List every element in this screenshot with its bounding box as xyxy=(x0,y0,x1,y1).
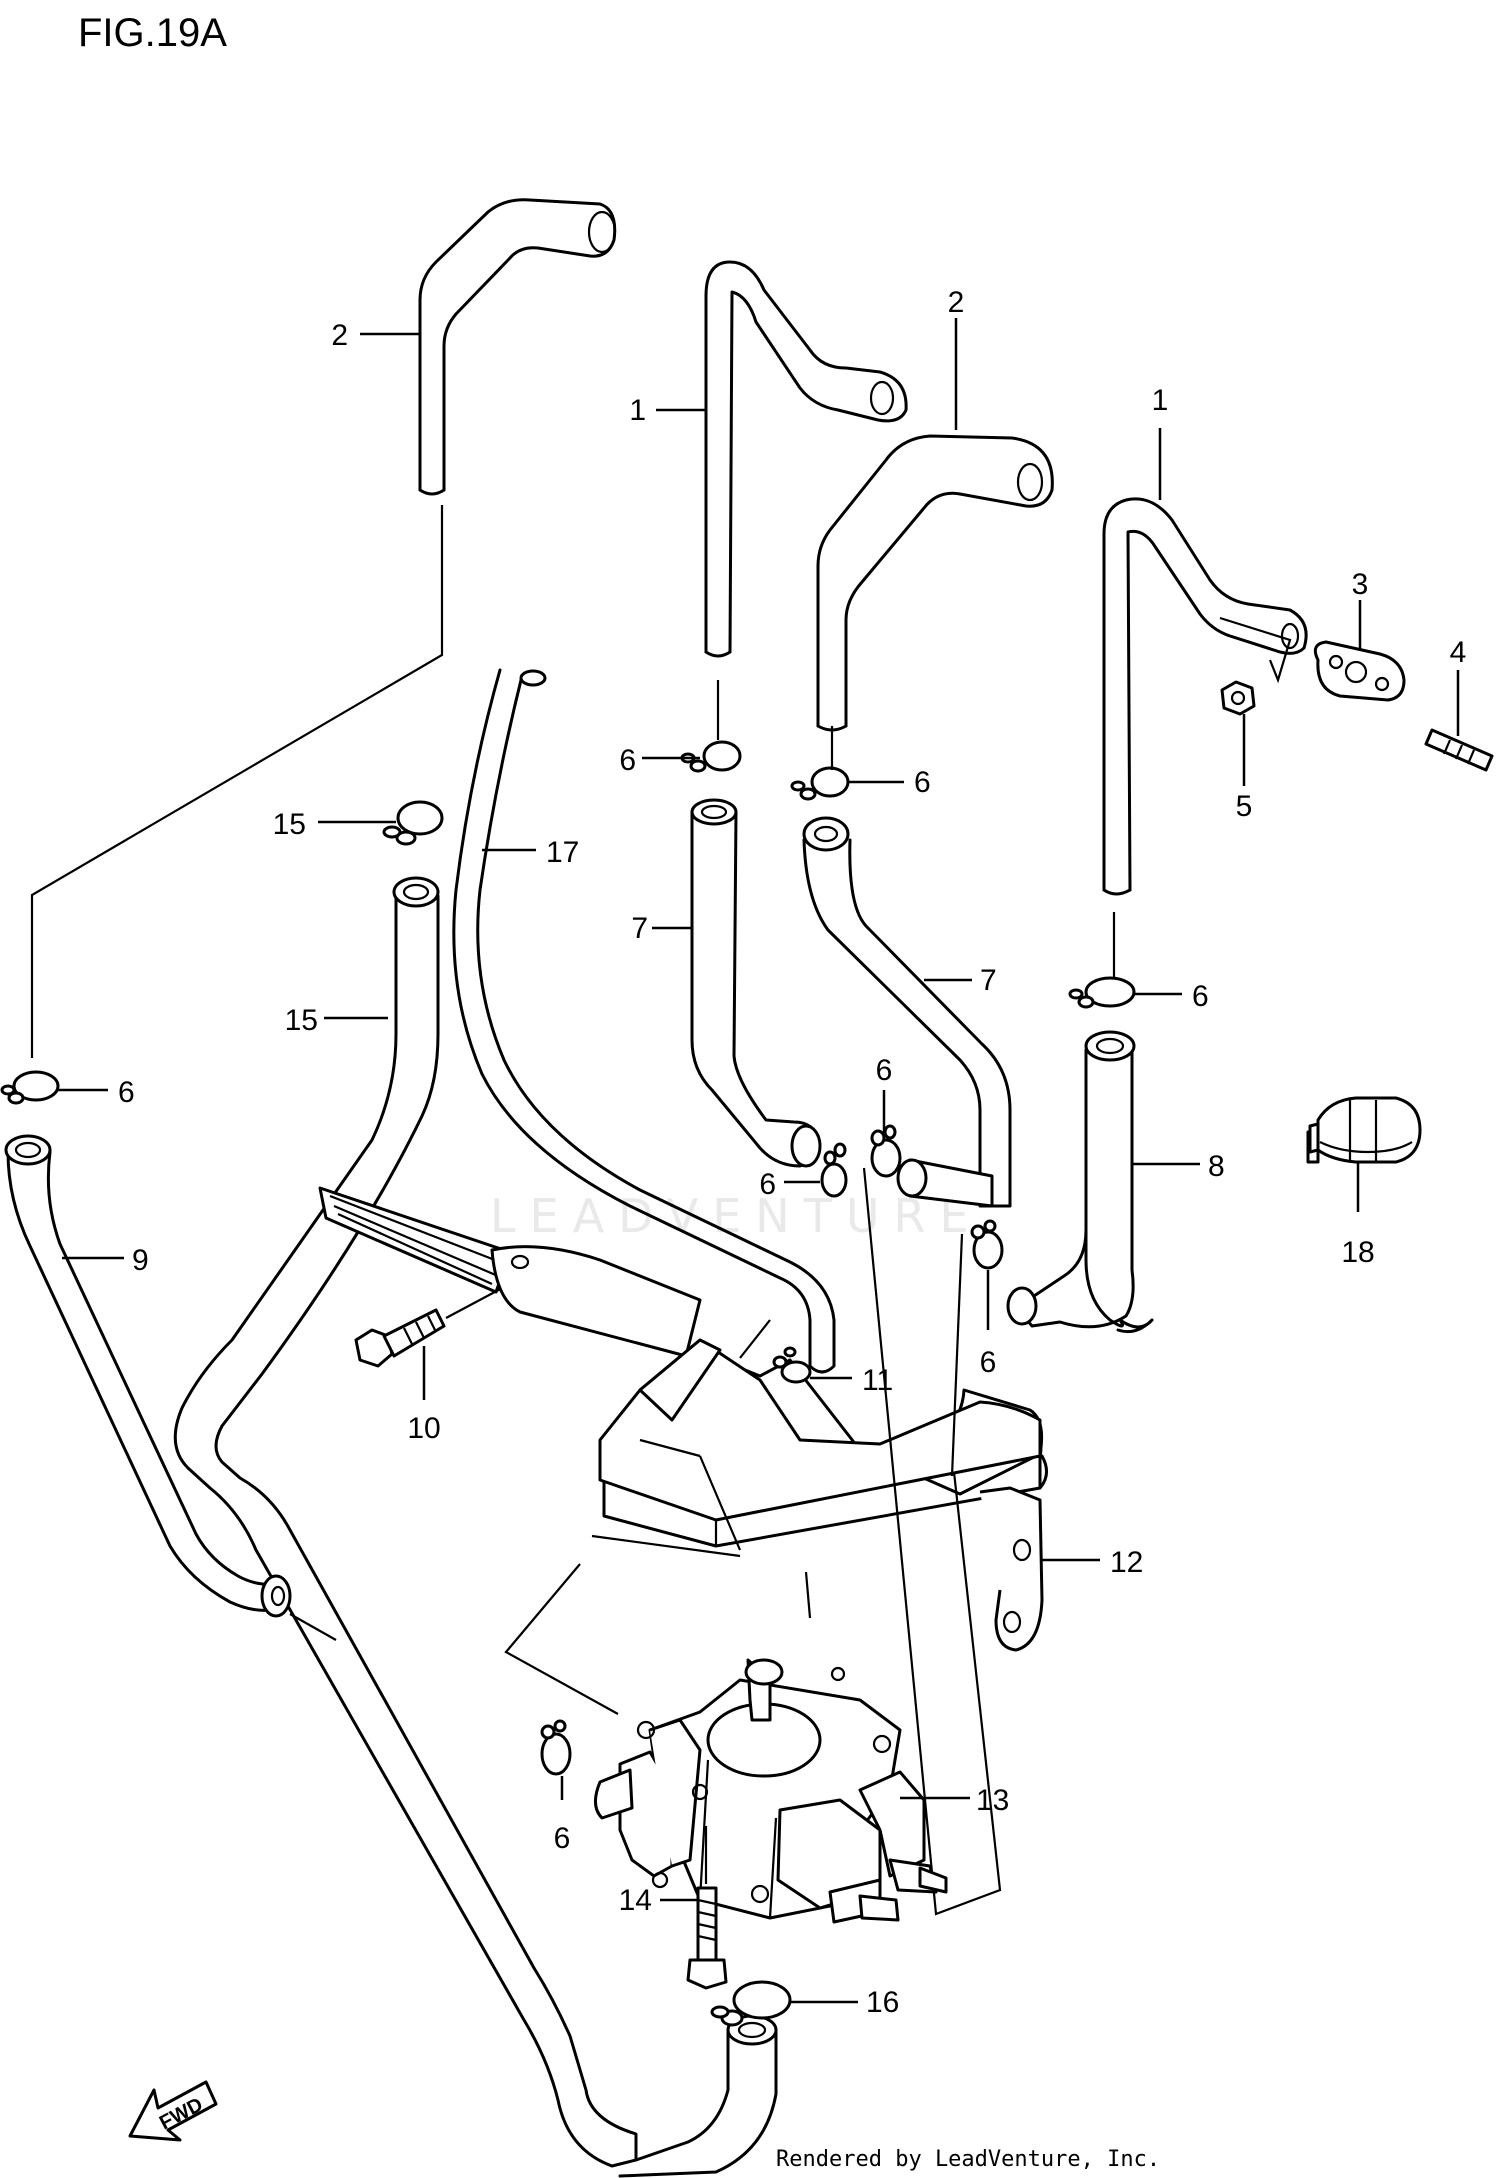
bolt-13 xyxy=(686,1886,728,1990)
fuel-pump-12 xyxy=(594,1658,948,1924)
clamp-15-top xyxy=(382,800,444,846)
figure-title: FIG.19A xyxy=(78,11,227,55)
callout-6-c: 6 xyxy=(1192,980,1209,1013)
hose-7-middle xyxy=(690,798,822,1168)
frame-line-2 xyxy=(950,1233,964,1477)
hose-14 xyxy=(173,876,778,2178)
callout-6-e: 6 xyxy=(876,1054,893,1087)
hose-9 xyxy=(4,1134,292,1618)
fwd-arrow-icon: FWD xyxy=(128,2080,218,2142)
callout-10: 12 xyxy=(1110,1546,1143,1579)
clamp-6-g xyxy=(970,1219,1004,1270)
callout-6-d: 6 xyxy=(118,1076,135,1109)
callout-6-h: 6 xyxy=(554,1822,571,1855)
clamp-6-h xyxy=(540,1719,572,1776)
callout-11: 10 xyxy=(407,1412,440,1445)
callout-2-right: 2 xyxy=(948,286,965,319)
callout-2-left: 2 xyxy=(331,319,348,352)
credit-text: Rendered by LeadVenture, Inc. xyxy=(776,2147,1160,2172)
hose-2-right xyxy=(816,434,1054,732)
clamp-17 xyxy=(772,1346,812,1384)
stud-4 xyxy=(1424,728,1494,772)
callout-12: 13 xyxy=(976,1784,1009,1817)
clamp-6-d xyxy=(0,1070,60,1105)
assembly-lines xyxy=(591,1319,812,1619)
gasket-3 xyxy=(1313,640,1406,702)
callout-13: 14 xyxy=(619,1884,652,1917)
hose-16 xyxy=(452,668,836,1374)
bolt-11 xyxy=(354,1308,446,1368)
hose-1-middle xyxy=(704,260,908,658)
callout-6-b: 6 xyxy=(914,766,931,799)
pump-frame-lines xyxy=(504,1167,1002,1916)
hose-7-right xyxy=(1006,1030,1154,1334)
clamp-6-f xyxy=(820,1142,848,1198)
callout-5: 5 xyxy=(1236,790,1253,823)
callout-6-a: 6 xyxy=(619,744,636,777)
clamp-6-c xyxy=(1068,976,1136,1009)
callout-3: 3 xyxy=(1352,568,1369,601)
hose-grip xyxy=(318,1186,702,1358)
callout-18: 18 xyxy=(1341,1236,1374,1269)
callout-15-top: 15 xyxy=(273,808,306,841)
nut-5 xyxy=(1220,680,1256,716)
links-hoses-to-clamps xyxy=(716,680,1116,978)
hose-8 xyxy=(802,816,1012,1208)
callout-6-g: 6 xyxy=(980,1346,997,1379)
hose-1-right xyxy=(1102,497,1308,896)
callout-7-middle: 7 xyxy=(631,912,648,945)
callout-1-right: 1 xyxy=(1152,384,1169,417)
callout-16: 17 xyxy=(546,836,579,869)
clamp-18 xyxy=(1306,1096,1422,1164)
callout-15-bottom: 16 xyxy=(866,1986,899,2019)
callout-1-middle: 1 xyxy=(629,394,646,427)
callout-8: 7 xyxy=(980,964,997,997)
link-9 xyxy=(289,1613,337,1641)
bracket-10 xyxy=(598,1338,1048,1652)
callout-6-f: 6 xyxy=(759,1168,776,1201)
clamp-6-b xyxy=(790,766,850,801)
callout-7-right: 8 xyxy=(1208,1150,1225,1183)
callout-9: 9 xyxy=(132,1244,149,1277)
clamp-6-e xyxy=(870,1124,902,1178)
link-2-to-9 xyxy=(30,505,444,1058)
callout-17: 11 xyxy=(862,1364,893,1397)
clamp-15-bottom xyxy=(710,1980,792,2027)
callout-4: 4 xyxy=(1450,636,1467,669)
clamp-6-a xyxy=(680,740,742,773)
callout-14: 15 xyxy=(285,1004,318,1037)
hose-2-left xyxy=(418,198,617,496)
